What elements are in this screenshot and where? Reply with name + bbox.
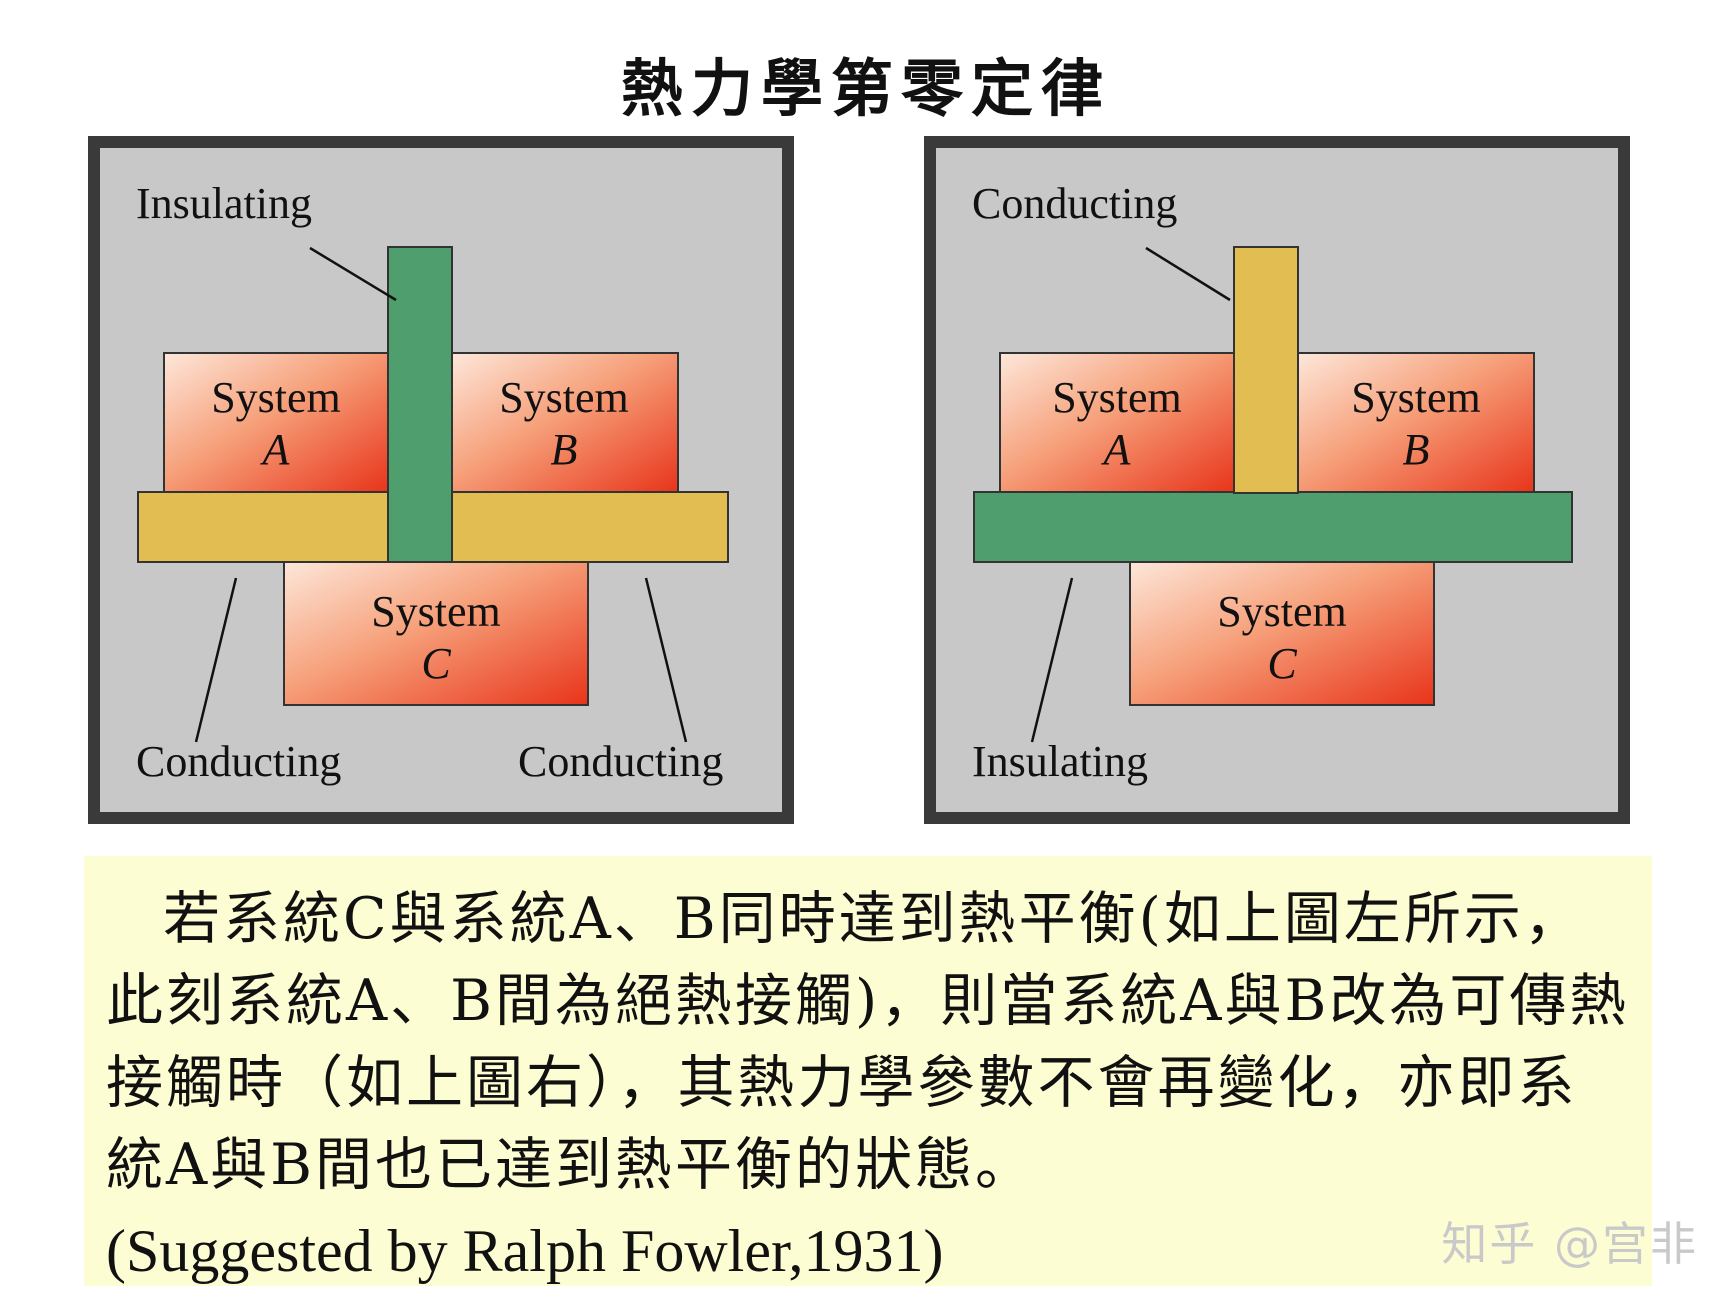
diagram-left: System A System B System C Insulating Co… [88, 136, 794, 824]
leader-line-conducting-left [194, 577, 238, 743]
system-c-box [1129, 560, 1435, 706]
leader-line-conducting-right [644, 577, 688, 743]
system-a-word: System [211, 373, 341, 422]
label-insulating: Insulating [972, 737, 1148, 786]
insulating-wall-horizontal [973, 491, 1573, 563]
leader-line-insulating [309, 246, 397, 302]
caption-box: 若系統C與系統A、B同時達到熱平衡(如上圖左所示，此刻系統A、B間為絕熱接觸)，… [84, 856, 1652, 1286]
system-c-letter: C [1267, 639, 1297, 688]
system-a-letter: A [260, 425, 291, 474]
label-conducting: Conducting [972, 179, 1177, 228]
label-conducting-left: Conducting [136, 737, 341, 786]
insulating-wall-vertical [387, 246, 453, 563]
caption-credit: (Suggested by Ralph Fowler,1931) [106, 1218, 944, 1284]
system-c-word: System [371, 587, 501, 636]
system-a-box [999, 352, 1235, 494]
system-c-box [283, 560, 589, 706]
label-insulating: Insulating [136, 179, 312, 228]
leader-line-insulating [1030, 577, 1074, 743]
caption-text: 若系統C與系統A、B同時達到熱平衡(如上圖左所示，此刻系統A、B間為絕熱接觸)，… [106, 886, 1630, 1198]
system-b-word: System [1351, 373, 1481, 422]
system-b-letter: B [551, 425, 578, 474]
system-b-box [451, 352, 679, 494]
leader-line-conducting [1145, 246, 1231, 302]
page-title: 熱力學第零定律 [620, 52, 1111, 125]
label-conducting-right: Conducting [518, 737, 723, 786]
system-c-word: System [1217, 587, 1347, 636]
system-b-letter: B [1403, 425, 1430, 474]
conducting-wall-vertical [1233, 246, 1299, 494]
diagram-right: System A System B System C Conducting In… [924, 136, 1630, 824]
system-a-letter: A [1101, 425, 1132, 474]
system-c-letter: C [421, 639, 451, 688]
system-b-word: System [499, 373, 629, 422]
system-a-box [163, 352, 389, 494]
system-a-word: System [1052, 373, 1182, 422]
watermark: 知乎 @宫非 [1441, 1217, 1698, 1271]
